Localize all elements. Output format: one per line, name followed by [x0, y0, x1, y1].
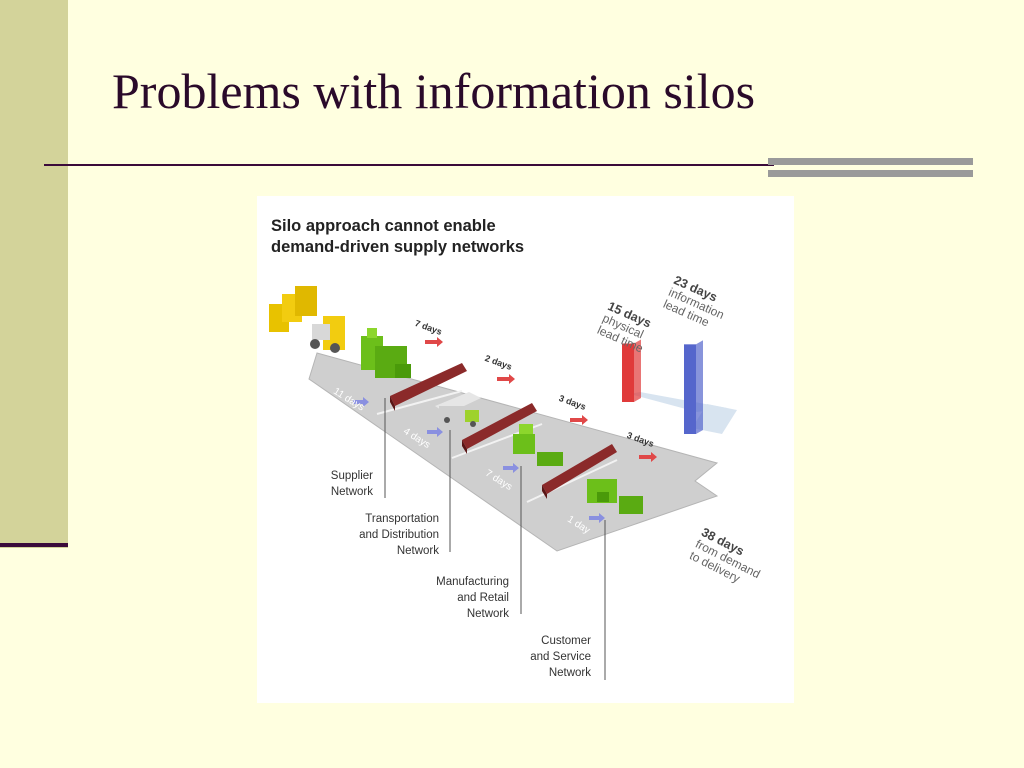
lead-time-arrow — [570, 415, 588, 425]
bar-information-cap — [684, 340, 703, 345]
accent-bar — [768, 158, 973, 178]
slide-title: Problems with information silos — [112, 63, 756, 119]
floor-arrow — [589, 513, 605, 523]
figure-heading: Silo approach cannot enable demand-drive… — [271, 216, 524, 258]
callout-supplier-network: Supplier Network — [330, 470, 373, 498]
floor-arrow — [427, 427, 443, 437]
callout-customer-network: Customer and Service Network — [530, 635, 591, 679]
information-lead-time-bar — [684, 340, 703, 434]
silo-wall — [390, 363, 467, 411]
forklift-illustration — [269, 286, 345, 353]
bar-physical-front — [622, 343, 634, 402]
bar-physical-side — [634, 339, 641, 402]
store-illustration — [587, 479, 643, 514]
side-rule — [0, 543, 68, 547]
title-rule — [44, 164, 774, 166]
diagram-art — [269, 286, 737, 680]
callout-manufacturing-network: Manufacturing and Retail Network — [436, 576, 509, 620]
lead-time-arrow — [425, 337, 443, 347]
physical-lead-time-bar — [622, 339, 641, 402]
floor-arrow — [503, 463, 519, 473]
truck-illustration — [435, 392, 481, 427]
callout-transportation-network: Transportation and Distribution Network — [359, 513, 439, 557]
information-bar-shadow — [692, 404, 737, 434]
lead-time-arrow — [639, 452, 657, 462]
silo-wall — [462, 403, 537, 454]
plant-illustration — [513, 424, 563, 466]
figure-heading-line1: Silo approach cannot enable — [271, 217, 496, 235]
side-bar — [0, 0, 68, 548]
bar-information-front — [684, 344, 696, 434]
floor-arrow — [353, 397, 369, 407]
figure-heading-line2: demand-driven supply networks — [271, 238, 525, 256]
lead-time-arrow — [497, 374, 515, 384]
bar-physical-cap — [622, 339, 641, 344]
supply-network-figure: Silo approach cannot enable demand-drive… — [257, 196, 794, 703]
factory-illustration — [361, 328, 411, 378]
bar-information-side — [696, 340, 703, 434]
silo-wall — [542, 444, 617, 499]
